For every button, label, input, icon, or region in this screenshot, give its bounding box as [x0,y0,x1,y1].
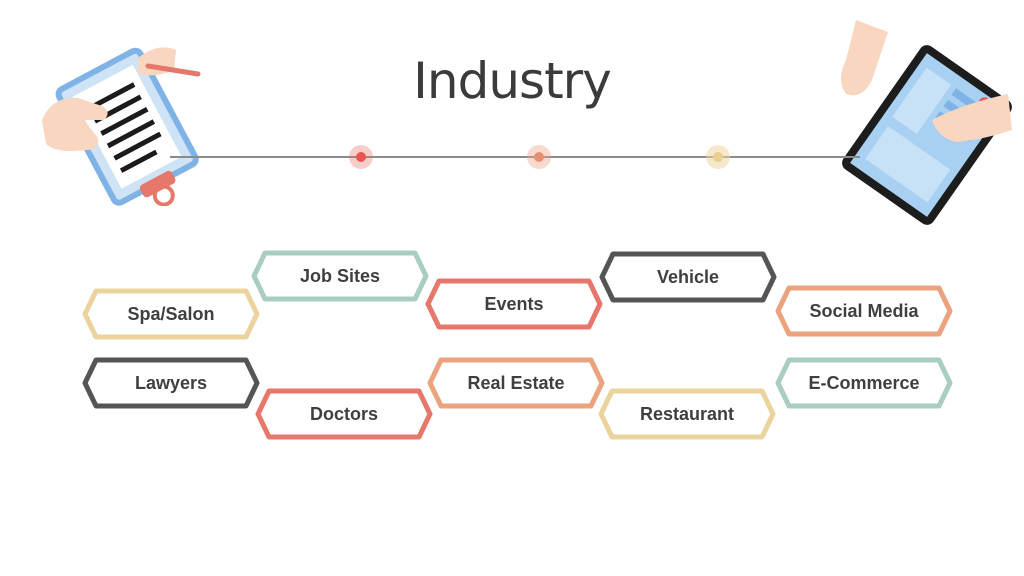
timeline-dot [706,145,730,169]
tag-label: Job Sites [299,265,381,286]
tag-vehicle: Vehicle [599,251,777,303]
tag-real-estate: Real Estate [427,357,605,409]
tag-label: Lawyers [134,372,208,393]
tag-events: Events [425,278,603,330]
tag-e-commerce: E-Commerce [775,357,953,409]
tablet-icon [841,20,1012,225]
clipboard-icon [42,47,201,206]
page-title: Industry [413,52,612,110]
tag-spa-salon: Spa/Salon [82,288,260,340]
tag-label: E-Commerce [808,372,920,393]
tag-doctors: Doctors [255,388,433,440]
tag-label: Vehicle [656,266,720,287]
timeline-dot [349,145,373,169]
tag-label: Restaurant [639,403,735,424]
timeline-line [170,156,860,158]
tag-job-sites: Job Sites [251,250,429,302]
tag-label: Doctors [309,403,378,424]
tag-label: Spa/Salon [127,303,215,324]
tag-label: Real Estate [467,372,565,393]
tag-lawyers: Lawyers [82,357,260,409]
tag-label: Social Media [809,300,919,321]
tag-label: Events [484,293,544,314]
tag-restaurant: Restaurant [598,388,776,440]
tag-social-media: Social Media [775,285,953,337]
timeline-dot [527,145,551,169]
